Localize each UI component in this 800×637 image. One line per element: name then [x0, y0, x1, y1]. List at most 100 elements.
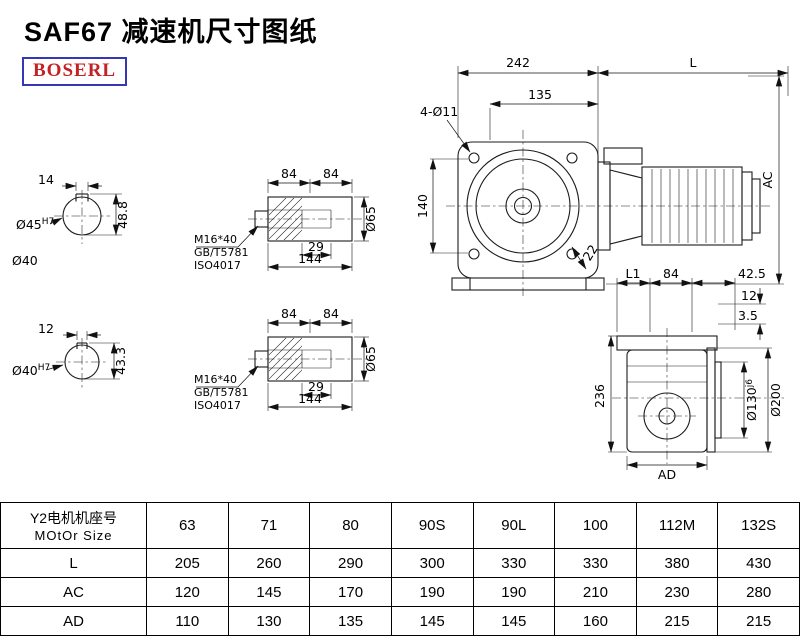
table-cell: 210 [554, 577, 637, 607]
side-view-dimensions: L1 84 42.5 12 3.5 236 AD Ø130j6 Ø200 [592, 266, 783, 482]
table-row-L: L 205 260 290 300 330 330 380 430 [0, 548, 800, 578]
std-gb-label: GB/T5781 [194, 246, 249, 259]
note-40-label: Ø40 [12, 253, 38, 268]
column-header: 80 [309, 502, 392, 549]
table-cell: 260 [227, 548, 311, 578]
dim-3-5-label: 3.5 [738, 308, 758, 323]
technical-drawing: 242 L 135 4-Ø11 140 22 AC [12, 55, 789, 482]
dim-43-3-label: 43.3 [113, 347, 128, 375]
dim-84b-label: 84 [323, 306, 339, 321]
table-cell: 330 [472, 548, 556, 578]
dim-65-label: Ø65 [363, 206, 378, 232]
row-label: L [0, 548, 147, 578]
dim-L-label: L [690, 55, 697, 70]
table-cell: 190 [472, 577, 556, 607]
bolt-spec-label: M16*40 [194, 373, 237, 386]
header-line2: MOtOr Size [34, 528, 113, 543]
row-label: AD [0, 606, 147, 636]
table-cell: 215 [717, 606, 800, 636]
dim-84b-label: 84 [323, 166, 339, 181]
table-header-row: Y2电机机座号 MOtOr Size 63 71 80 90S 90L 100 … [0, 502, 800, 549]
std-iso-label: ISO4017 [194, 399, 241, 412]
front-view-drawing [446, 130, 772, 296]
table-row-AC: AC 120 145 170 190 190 210 230 280 [0, 577, 800, 607]
dim-130-tol: j6 [745, 379, 755, 389]
dim-130: Ø130 [744, 387, 759, 421]
dim-L1-label: L1 [626, 266, 641, 281]
dim-84-label: 84 [663, 266, 679, 281]
dim-84a-label: 84 [281, 306, 297, 321]
dim-236-label: 236 [592, 384, 607, 408]
hatch-area [269, 198, 302, 240]
hollow-shaft-bottom-drawing: 84 84 29 144 Ø65 M16*40 GB/T5781 ISO4017 [194, 306, 378, 412]
dim-144-label: 144 [298, 251, 322, 266]
brand-logo-text: BOSERL [33, 60, 117, 81]
shaft-section-bottom-drawing: 12 43.3 Ø40H7 [12, 321, 128, 388]
hollow-shaft-top-drawing: 84 84 29 144 Ø65 M16*40 GB/T5781 ISO4017 [194, 166, 378, 272]
bolt-spec-label: M16*40 [194, 233, 237, 246]
dim-200-label: Ø200 [768, 383, 783, 417]
hatch-area [269, 338, 302, 380]
column-header: 90L [472, 502, 556, 549]
dim-holes-label: 4-Ø11 [420, 104, 458, 119]
dim-12-label: 12 [741, 288, 757, 303]
header-line1: Y2电机机座号 [29, 510, 118, 526]
dim-65-label: Ø65 [363, 346, 378, 372]
table-row-AD: AD 110 130 135 145 145 160 215 215 [0, 606, 800, 636]
std-gb-label: GB/T5781 [194, 386, 249, 399]
bore-40-tol: H7 [38, 363, 51, 373]
dim-144-label: 144 [298, 391, 322, 406]
table-cell: 430 [717, 548, 800, 578]
shaft-section-top-drawing: 14 48.8 Ø45H7 Ø40 [12, 172, 130, 268]
dim-29-label: 29 [308, 239, 324, 254]
table-cell: 330 [554, 548, 637, 578]
column-header: 71 [227, 502, 311, 549]
dim-12-label: 12 [38, 321, 54, 336]
dim-22-label: 22 [580, 242, 601, 263]
dim-AC-label: AC [760, 171, 775, 188]
bore-40H7-label: Ø40H7 [12, 363, 50, 378]
dim-84a-label: 84 [281, 166, 297, 181]
table-cell: 145 [227, 577, 311, 607]
dim-AD-label: AD [658, 467, 676, 482]
table-cell: 110 [146, 606, 229, 636]
dim-140-label: 140 [415, 194, 430, 218]
front-view-dimensions: 242 L 135 4-Ø11 140 22 AC [415, 55, 789, 285]
table-cell: 215 [635, 606, 719, 636]
page-title: SAF67 减速机尺寸图纸 [24, 17, 318, 47]
table-cell: 230 [635, 577, 719, 607]
table-cell: 135 [309, 606, 392, 636]
table-cell: 290 [309, 548, 392, 578]
dim-42-5-label: 42.5 [738, 266, 766, 281]
bore-45-tol: H7 [42, 217, 55, 227]
std-iso-label: ISO4017 [194, 259, 241, 272]
column-header: 100 [554, 502, 637, 549]
table-cell: 205 [146, 548, 229, 578]
table-cell: 120 [146, 577, 229, 607]
side-view-drawing [612, 328, 784, 464]
column-header: 132S [717, 502, 800, 549]
table-cell: 280 [717, 577, 800, 607]
table-cell: 300 [390, 548, 474, 578]
column-header: 90S [390, 502, 474, 549]
bore-45: Ø45 [16, 217, 42, 232]
bore-40: Ø40 [12, 363, 38, 378]
dim-14-label: 14 [38, 172, 54, 187]
table-cell: 145 [390, 606, 474, 636]
dim-29-label: 29 [308, 379, 324, 394]
motor-size-header-cell: Y2电机机座号 MOtOr Size [0, 502, 147, 549]
dimension-table: Y2电机机座号 MOtOr Size 63 71 80 90S 90L 100 … [0, 502, 800, 636]
dim-48-8-label: 48.8 [115, 201, 130, 229]
bore-45H7-label: Ø45H7 [16, 217, 54, 232]
dim-135-label: 135 [528, 87, 552, 102]
table-cell: 190 [390, 577, 474, 607]
table-cell: 170 [309, 577, 392, 607]
table-cell: 380 [635, 548, 719, 578]
column-header: 63 [146, 502, 229, 549]
motor-fins [651, 169, 734, 243]
table-cell: 160 [554, 606, 637, 636]
column-header: 112M [635, 502, 719, 549]
table-cell: 130 [227, 606, 311, 636]
table-cell: 145 [472, 606, 556, 636]
